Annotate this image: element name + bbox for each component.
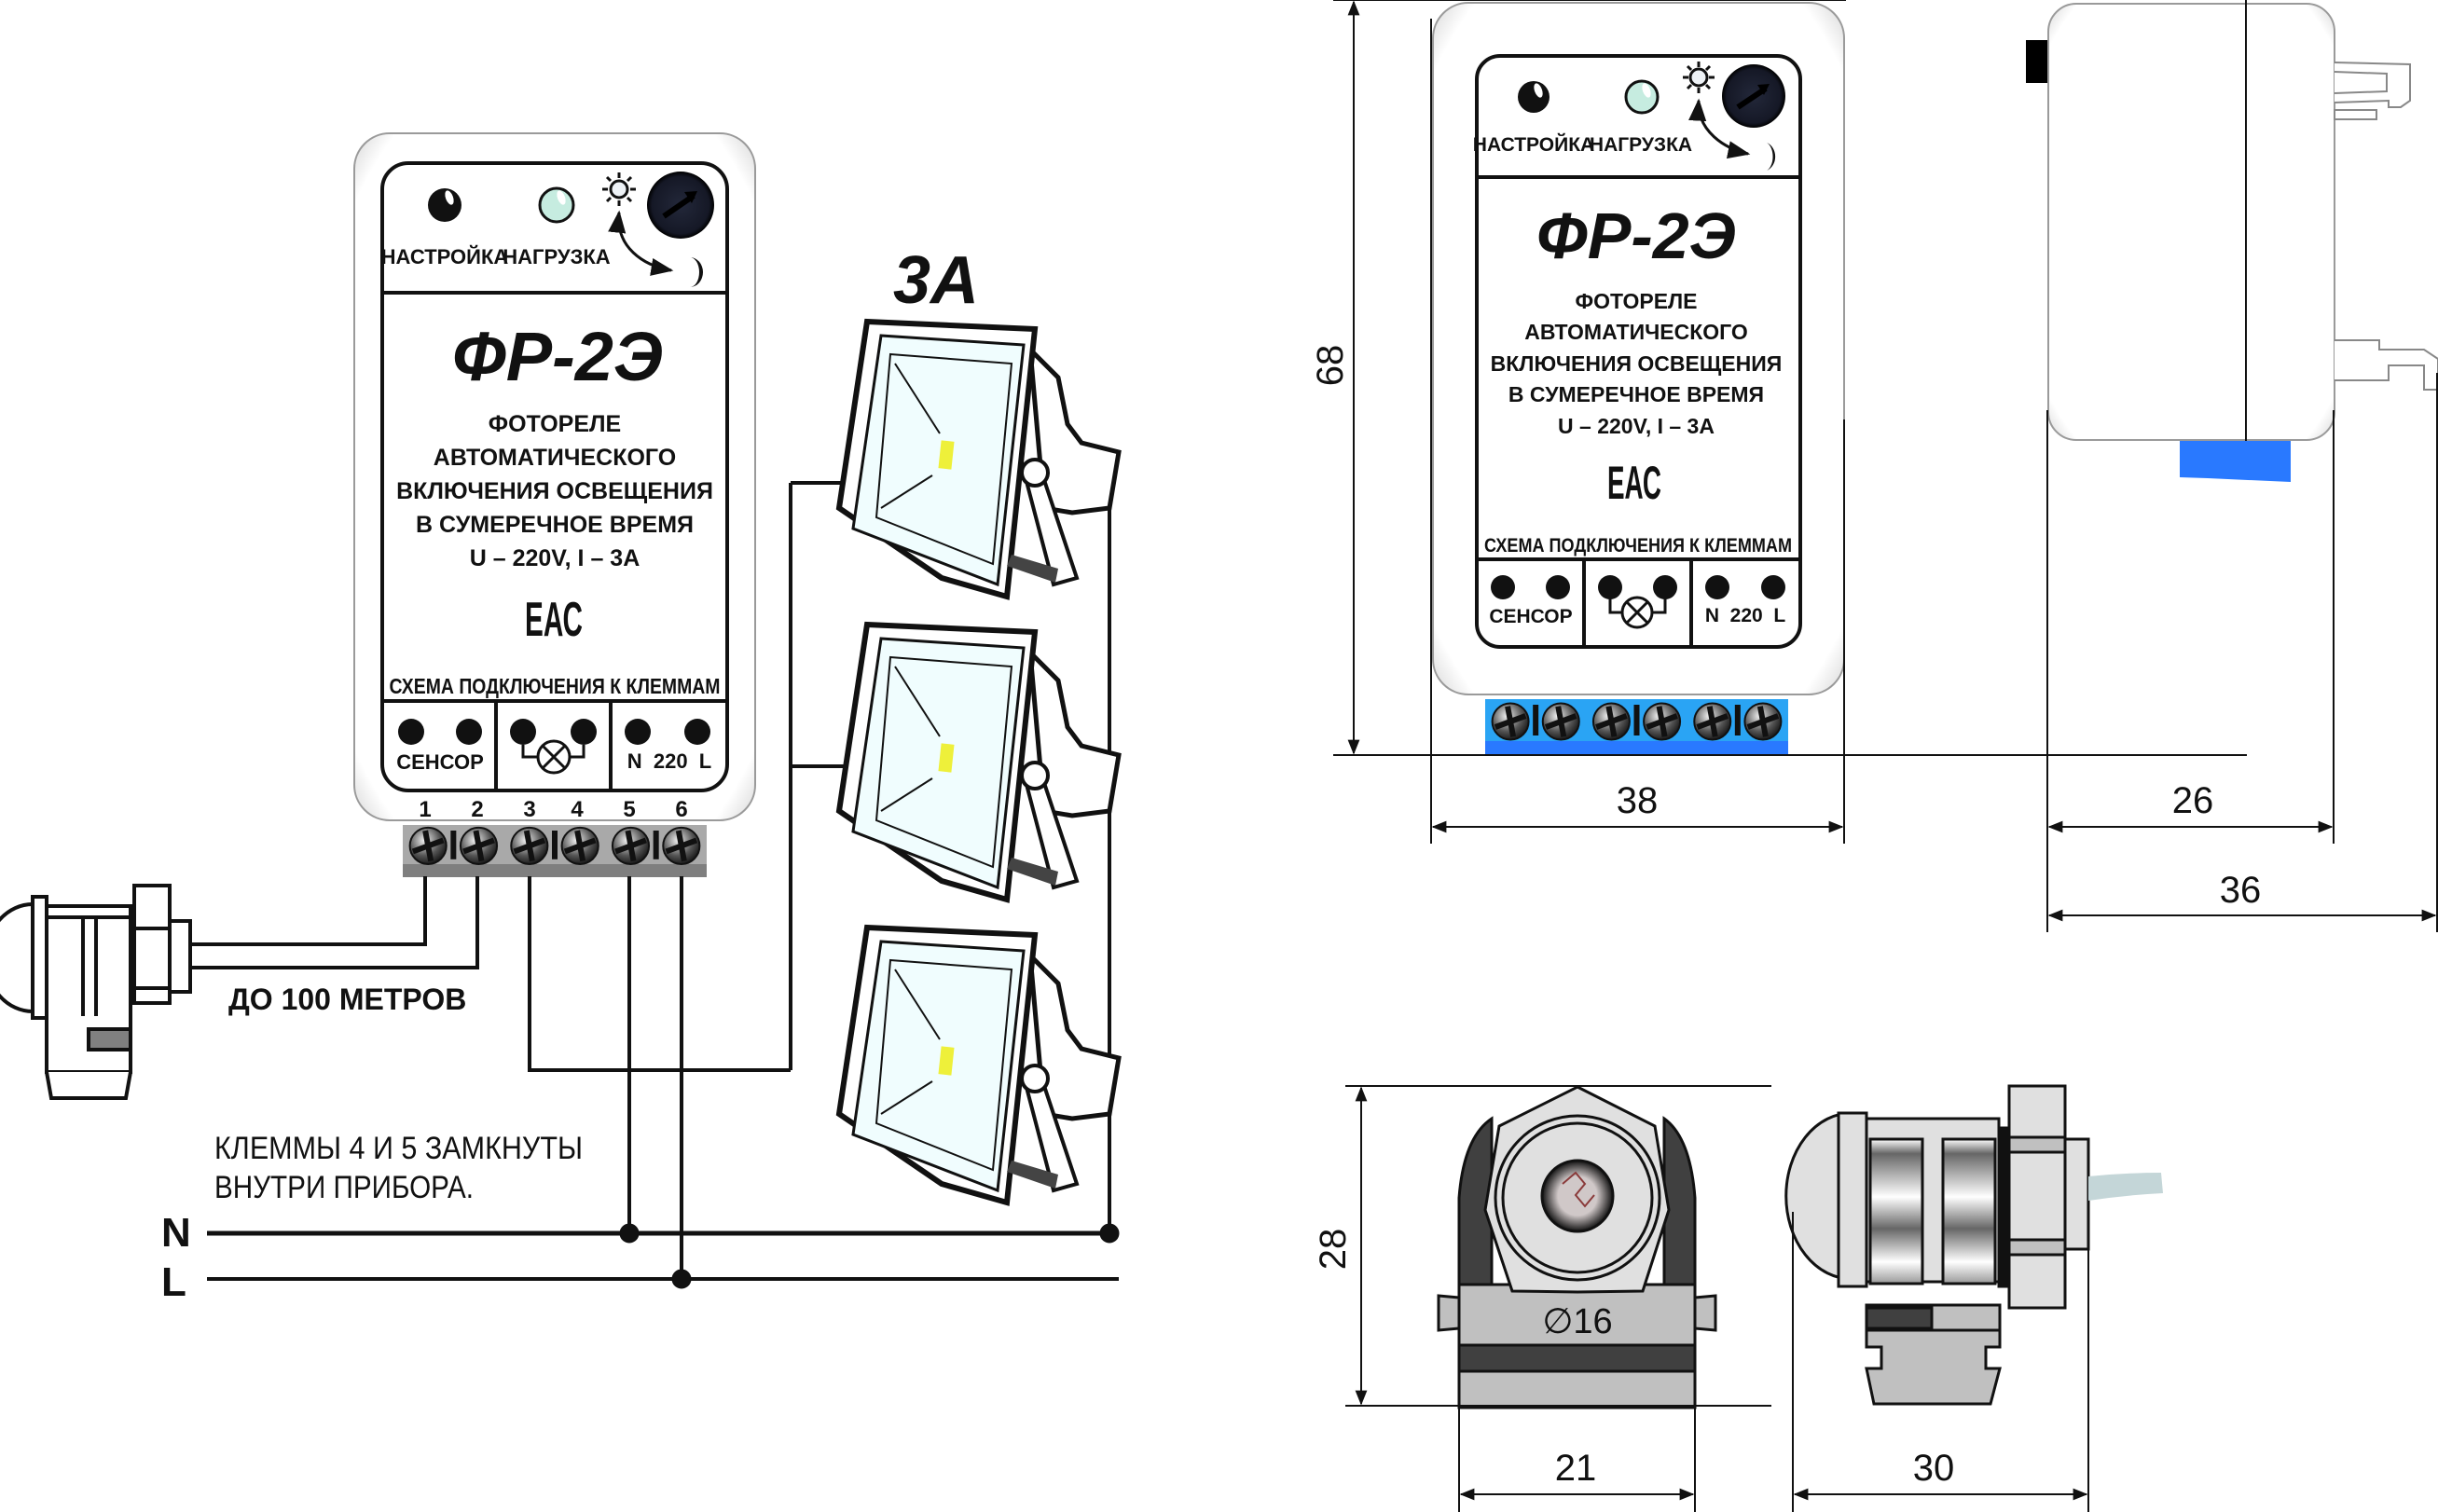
terminal-block — [403, 825, 707, 877]
svg-text:ФОТОРЕЛЕ: ФОТОРЕЛЕ — [1575, 289, 1697, 313]
indicator-nastroyka-led — [428, 188, 461, 222]
indicator-nastroyka-label: НАСТРОЙКА — [381, 245, 509, 268]
terminal-screw-icon[interactable] — [662, 826, 701, 865]
load-current-label: 3A — [893, 243, 979, 318]
svg-text:КЛЕММЫ 4 И 5 ЗАМКНУТЫ: КЛЕММЫ 4 И 5 ЗАМКНУТЫ — [214, 1131, 583, 1166]
adjust-arrow-icon — [608, 210, 674, 276]
device-panel — [380, 161, 729, 792]
floodlights — [835, 318, 1122, 1206]
lamp-icon — [1608, 596, 1667, 629]
indicator-nagruzka-led — [538, 186, 575, 224]
sensor-cable-length-label: ДО 100 МЕТРОВ — [228, 983, 466, 1016]
svg-text:ВНУТРИ ПРИБОРА.: ВНУТРИ ПРИБОРА. — [214, 1170, 474, 1205]
terminal-screw-icon[interactable] — [611, 826, 651, 865]
svg-text:1: 1 — [419, 797, 431, 822]
eac-mark: ЕАС — [1607, 457, 1661, 509]
indicator-nastroyka-label: НАСТРОЙКА — [1473, 133, 1594, 156]
terminal-screw-icon[interactable] — [408, 826, 448, 865]
terminal-group-sensor-label: СЕНСОР — [396, 750, 484, 774]
relay-device-side-view — [2026, 0, 2438, 482]
dim-sensor-width: 21 — [1555, 1448, 1597, 1489]
terminal-scheme-title: СХЕМА ПОДКЛЮЧЕНИЯ К КЛЕММАМ — [390, 674, 721, 698]
device-description: ФОТОРЕЛЕ АВТОМАТИЧЕСКОГО ВКЛЮЧЕНИЯ ОСВЕЩ… — [1491, 289, 1783, 438]
sensitivity-knob[interactable] — [647, 172, 714, 239]
terminal-group-power-label: N 220 L — [627, 749, 711, 773]
light-sensor-drawing — [0, 884, 192, 1100]
sun-icon — [1683, 62, 1715, 93]
terminal-screw-icon[interactable] — [560, 826, 599, 865]
sun-icon — [602, 172, 636, 206]
dim-sensor-length: 30 — [1913, 1448, 1955, 1489]
sensor-diameter-label: ∅16 — [1542, 1302, 1612, 1341]
svg-text:АВТОМАТИЧЕСКОГО: АВТОМАТИЧЕСКОГО — [434, 445, 676, 471]
svg-text:5: 5 — [623, 797, 635, 822]
dim-side-depth-with-clip: 36 — [2220, 870, 2262, 911]
sensor-side-view — [1784, 1084, 2163, 1406]
svg-text:В СУМЕРЕЧНОЕ ВРЕМЯ: В СУМЕРЕЧНОЕ ВРЕМЯ — [416, 512, 694, 538]
indicator-nagruzka-led — [1624, 79, 1660, 115]
svg-text:U – 220V, I – 3A: U – 220V, I – 3A — [1558, 414, 1715, 438]
device-description: ФОТОРЕЛЕ АВТОМАТИЧЕСКОГО ВКЛЮЧЕНИЯ ОСВЕЩ… — [396, 411, 713, 571]
dimension-labels: 68 38 26 36 28 21 30 — [1310, 345, 2261, 1489]
svg-text:ВКЛЮЧЕНИЯ ОСВЕЩЕНИЯ: ВКЛЮЧЕНИЯ ОСВЕЩЕНИЯ — [1491, 351, 1783, 376]
terminal-screw-icon[interactable] — [1541, 702, 1580, 741]
dim-front-height: 68 — [1310, 345, 1351, 387]
svg-text:U – 220V, I – 3A: U – 220V, I – 3A — [470, 545, 640, 571]
floodlight-icon — [835, 621, 1122, 903]
device-model-title: ФР-2Э — [452, 318, 663, 395]
terminal-screw-icon[interactable] — [459, 826, 499, 865]
svg-text:4: 4 — [571, 797, 584, 822]
dim-front-width: 38 — [1617, 780, 1659, 821]
svg-text:ВКЛЮЧЕНИЯ ОСВЕЩЕНИЯ: ВКЛЮЧЕНИЯ ОСВЕЩЕНИЯ — [396, 478, 713, 504]
terminal-scheme-title: СХЕМА ПОДКЛЮЧЕНИЯ К КЛЕММАМ — [1484, 535, 1792, 557]
floodlight-icon — [835, 318, 1122, 600]
moon-icon — [690, 257, 703, 287]
floodlight-icon — [835, 924, 1122, 1206]
svg-text:В СУМЕРЕЧНОЕ ВРЕМЯ: В СУМЕРЕЧНОЕ ВРЕМЯ — [1508, 382, 1764, 406]
indicator-nagruzka-label: НАГРУЗКА — [503, 245, 611, 268]
terminal-dots — [398, 719, 710, 745]
lamp-icon — [521, 739, 585, 775]
adjust-arrow-icon — [1688, 98, 1751, 159]
svg-text:АВТОМАТИЧЕСКОГО: АВТОМАТИЧЕСКОГО — [1524, 320, 1748, 344]
terminal-numbers: 1 2 3 4 5 6 — [419, 797, 687, 822]
dimension-lines — [1333, 0, 2438, 1512]
terminal-group-power-label: N 220 L — [1705, 605, 1786, 626]
terminal-screw-icon[interactable] — [1591, 702, 1631, 741]
sensitivity-knob[interactable] — [1722, 64, 1785, 128]
device-model-title: ФР-2Э — [1536, 199, 1736, 272]
terminal-screw-icon[interactable] — [1743, 702, 1783, 741]
bus-label-n: N — [161, 1210, 191, 1256]
sensor-front-view — [1437, 1085, 1717, 1409]
relay-device-front: НАСТРОЙКА НАГРУЗКА ФР-2Э ФОТОРЕЛЕ АВТОМА… — [353, 132, 756, 822]
svg-text:ФОТОРЕЛЕ: ФОТОРЕЛЕ — [489, 411, 621, 437]
terminal-group-sensor-label: СЕНСОР — [1489, 606, 1572, 627]
dim-side-depth: 26 — [2172, 780, 2214, 821]
mains-lines — [207, 1223, 1120, 1289]
bus-label-l: L — [161, 1259, 186, 1305]
svg-text:2: 2 — [471, 797, 483, 822]
terminal-block-blue — [1485, 699, 1788, 755]
terminal-dots — [1491, 575, 1785, 599]
svg-text:6: 6 — [675, 797, 687, 822]
svg-text:3: 3 — [523, 797, 535, 822]
moon-icon — [1767, 143, 1776, 171]
terminal-screw-icon[interactable] — [1491, 702, 1530, 741]
terminal-screw-icon[interactable] — [1643, 702, 1682, 741]
eac-mark: ЕАС — [525, 593, 583, 647]
sensor-cable — [191, 876, 479, 969]
terminal-screw-icon[interactable] — [510, 826, 549, 865]
relay-device-dimension-front: НАСТРОЙКА НАГРУЗКА ФР-2Э ФОТОРЕЛЕ АВТОМА… — [1432, 2, 1845, 695]
terminal-screw-icon[interactable] — [1693, 702, 1732, 741]
indicator-nagruzka-label: НАГРУЗКА — [1590, 134, 1692, 156]
dim-sensor-height: 28 — [1313, 1229, 1354, 1271]
indicator-nastroyka-led — [1518, 81, 1550, 113]
note-text: КЛЕММЫ 4 И 5 ЗАМКНУТЫ ВНУТРИ ПРИБОРА. — [214, 1131, 583, 1205]
